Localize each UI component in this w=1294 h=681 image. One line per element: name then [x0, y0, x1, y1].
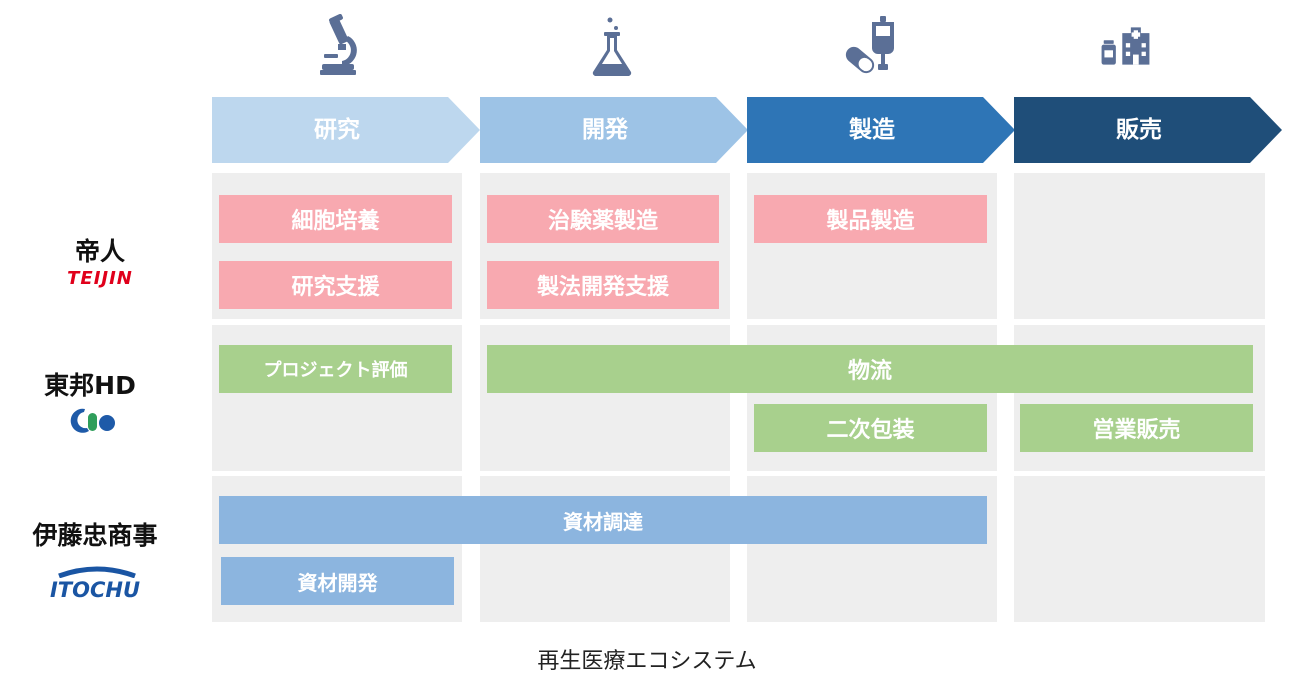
stage-arrow-sales [1014, 97, 1282, 163]
grid-cell [1014, 173, 1265, 319]
task-project-evaluation: プロジェクト評価 [219, 345, 452, 393]
company-logo-itochu: ITOCHU [49, 578, 141, 602]
stage-label-research: 研究 [314, 117, 360, 143]
task-logistics: 物流 [487, 345, 1253, 393]
grid-cell [1014, 476, 1265, 622]
task-research-support: 研究支援 [219, 261, 452, 309]
diagram-caption: 再生医療エコシステム [537, 649, 757, 674]
task-secondary-packaging: 二次包装 [754, 404, 987, 452]
company-name-itochu: 伊藤忠商事 [32, 521, 158, 550]
task-sales-operations: 営業販売 [1020, 404, 1253, 452]
stage-arrow-manufacturing [747, 97, 1015, 163]
task-material-development: 資材開発 [221, 557, 454, 605]
company-name-toho: 東邦HD [44, 371, 136, 400]
stage-label-sales: 販売 [1116, 117, 1162, 143]
itochu-logo-arc-icon [58, 566, 136, 578]
task-process-development-support: 製法開発支援 [487, 261, 719, 309]
stage-label-development: 開発 [582, 117, 628, 143]
task-material-procurement: 資材調達 [219, 496, 987, 544]
task-trial-drug-manufacturing: 治験薬製造 [487, 195, 719, 243]
stage-arrow-research [212, 97, 480, 163]
microscope-icon [320, 14, 357, 75]
flask-icon [592, 17, 632, 77]
company-logo-teijin: TEIJIN [67, 268, 133, 289]
pill-iv-bag-icon [845, 16, 894, 74]
stage-label-manufacturing: 製造 [849, 117, 895, 143]
toho-logo-icon [70, 408, 115, 433]
stage-arrow-development [480, 97, 748, 163]
hospital-icon [1101, 27, 1150, 65]
task-cell-culture: 細胞培養 [219, 195, 452, 243]
task-product-manufacturing: 製品製造 [754, 195, 987, 243]
company-name-teijin: 帝人 [74, 237, 125, 266]
